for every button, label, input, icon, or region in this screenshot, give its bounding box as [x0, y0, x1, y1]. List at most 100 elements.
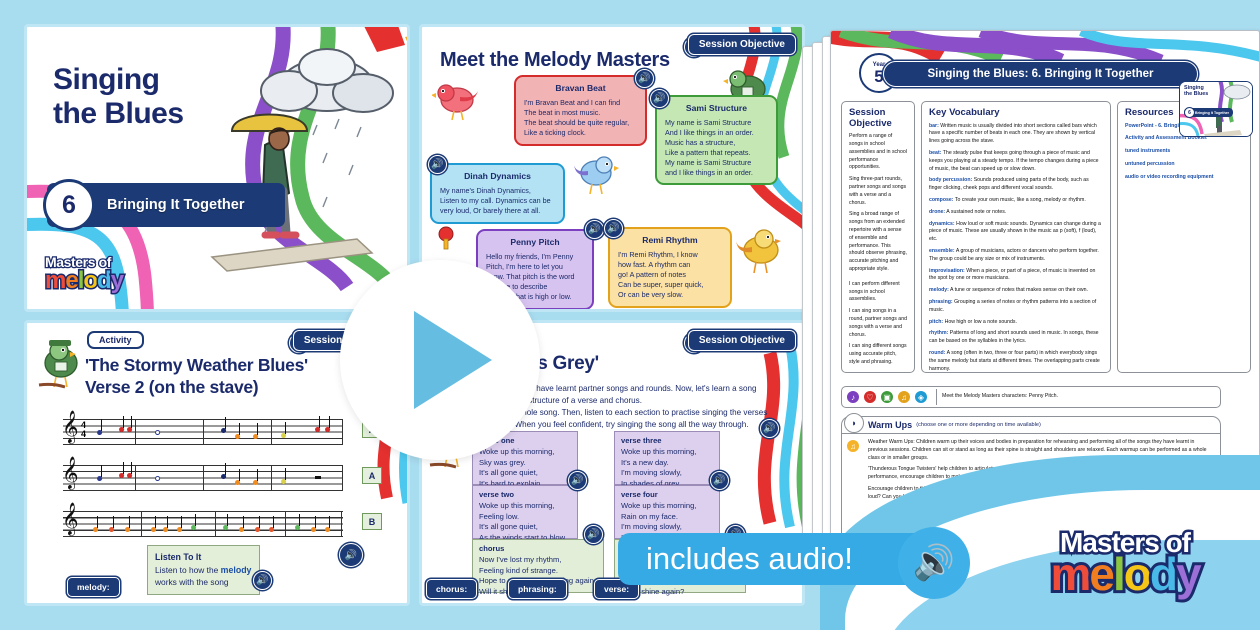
session-objective-button[interactable]: Session Objective: [687, 34, 796, 55]
vocab-entry: round: A song (often in two, three or fo…: [929, 349, 1100, 372]
vocab-entry: rhythm: Patterns of long and short sound…: [929, 330, 1099, 345]
verse-label: verse three: [621, 436, 662, 445]
vocab-entry: ensemble: A group of musicians, actors o…: [929, 247, 1099, 262]
play-button[interactable]: [340, 260, 540, 460]
verse-text: Woke up this morning, Sky was grey. It's…: [479, 446, 555, 489]
speaker-icon-dinah[interactable]: 🔊: [428, 155, 447, 174]
speaker-icon-verse-right[interactable]: 🔊: [710, 471, 729, 490]
speaker-icon-sami[interactable]: 🔊: [650, 89, 669, 108]
warm-ups-icon: ◗: [844, 413, 864, 433]
page-title: 'The Stormy Weather Blues' Verse 2 (on t…: [85, 355, 308, 397]
intro-paragraph-1: So far, we have learnt partner songs and…: [498, 384, 757, 405]
speaker-icon-whole-song[interactable]: 🔊: [760, 419, 779, 438]
character-lines: My name's Dinah Dynamics, Listen to my c…: [440, 185, 551, 215]
character-lines: I'm Remi Rhythm, I know how fast. A rhyt…: [618, 249, 704, 299]
activity-tag: Activity: [87, 331, 144, 349]
character-lines: I'm Bravan Beat and I can find The beat …: [524, 97, 630, 137]
pitch-icon: ♪: [846, 390, 860, 404]
masters-of-melody-brand: Masters of melody: [1000, 525, 1250, 627]
listen-keyword: melody: [220, 564, 252, 575]
rhythm-icon: ♫: [897, 390, 911, 404]
vocab-entry: improvisation: When a piece, or part of …: [929, 267, 1096, 282]
page-title: Singing the Blues: [53, 63, 184, 130]
resource-item: Activity and Assessment Booklet: [1125, 135, 1207, 142]
resource-item: untuned percussion: [1125, 161, 1175, 168]
speaker-icon-penny[interactable]: 🔊: [585, 220, 604, 239]
verse-label: verse two: [479, 490, 515, 499]
key-vocabulary-heading: Key Vocabulary: [929, 107, 1000, 118]
resources-heading: Resources: [1125, 107, 1174, 118]
character-name: Dinah Dynamics: [464, 171, 531, 181]
logo-line-1: Masters of: [44, 253, 113, 272]
vocab-entry: bar: Written music is usually divided in…: [929, 122, 1097, 145]
speaker-icon-bravan[interactable]: 🔊: [635, 69, 654, 88]
dinah-dynamics-bird-icon: [574, 156, 619, 195]
remi-rhythm-bird-icon: [736, 229, 781, 274]
stave-activity-slide[interactable]: Activity ⌂ Session Objective 'The Stormy…: [24, 320, 410, 606]
vocab-entry: compose: To create your own music, like …: [929, 197, 1086, 203]
section-label-b: B: [362, 513, 382, 530]
character-card-dinah-dynamics[interactable]: Dinah Dynamics My name's Dinah Dynamics,…: [430, 163, 565, 224]
year-number: 5: [874, 66, 884, 86]
title-slide[interactable]: Singing the Blues 6 Bringing It Together…: [24, 24, 410, 312]
session-objective-column: Session Objective Perform a range of son…: [841, 101, 915, 373]
vocab-entry: pitch: How high or low a note sounds.: [929, 318, 1017, 325]
resource-item: PowerPoint - 6. Bringing It Together: [1125, 122, 1214, 129]
speaker-icon-chorus-left[interactable]: 🔊: [584, 525, 603, 544]
vocab-entry: drone: A sustained note or notes.: [929, 208, 1007, 215]
chorus-label: chorus: [479, 544, 505, 553]
vocab-tag-phrasing[interactable]: phrasing:: [508, 579, 567, 599]
music-note-icon: ♫: [846, 439, 860, 453]
verse-box-four: verse four Woke up this morning, Rain on…: [614, 485, 720, 542]
warm-ups-heading: Warm Ups: [868, 420, 913, 430]
lesson-number-badge: 6: [43, 179, 95, 231]
can-statement-3: I can sing different songs using accurat…: [849, 343, 907, 365]
speaker-icon-stave[interactable]: 🔊: [339, 543, 363, 567]
character-card-remi-rhythm[interactable]: Remi Rhythm I'm Remi Rhythm, I know how …: [608, 227, 732, 308]
page-title: Meet the Melody Masters: [440, 49, 670, 71]
session-objective-button[interactable]: Session Objective: [687, 330, 796, 351]
vocab-tag-chorus[interactable]: chorus:: [426, 579, 478, 599]
key-vocabulary-column: Key Vocabulary bar: Written music is usu…: [921, 101, 1111, 373]
maraca-icon: [438, 226, 454, 250]
character-row-text: Meet the Melody Masters characters: Penn…: [942, 393, 1058, 400]
vocab-entry: phrasing: Grouping a series of notes or …: [929, 298, 1097, 313]
character-name: Bravan Beat: [555, 83, 606, 93]
can-statement-1: I can perform different songs in school …: [849, 280, 900, 303]
cloud-icon: [260, 48, 394, 113]
treble-clef-icon: 𝄞: [62, 411, 79, 442]
objective-paragraph-1: Perform a range of songs in school assem…: [849, 133, 907, 171]
character-lines: My name is Sami Structure And I like thi…: [665, 117, 754, 177]
character-card-sami-structure[interactable]: Sami Structure My name is Sami Structure…: [655, 95, 778, 186]
objective-paragraph-3: Sing a broad range of songs from an exte…: [849, 211, 907, 272]
vocab-tag-melody[interactable]: melody:: [67, 577, 120, 597]
objective-paragraph-2: Sing three-part rounds, partner songs an…: [849, 176, 907, 206]
year-label: Year: [872, 61, 886, 68]
treble-clef-icon: 𝄞: [62, 503, 79, 534]
vocab-entry: body percussion: Sounds produced using p…: [929, 177, 1089, 192]
melody-masters-slide[interactable]: Meet the Melody Masters ⌂ Session Object…: [419, 24, 805, 312]
character-name: Sami Structure: [685, 103, 748, 113]
thumbnail-lesson-bar: 6 Bringing It Together: [1184, 107, 1234, 118]
character-name: Penny Pitch: [510, 237, 560, 247]
brand-line-1: Masters of: [1057, 525, 1193, 561]
masters-of-melody-logo: Masters of melody: [43, 253, 155, 296]
resources-column: Resources PowerPoint - 6. Bringing It To…: [1117, 101, 1251, 373]
verse-text: Woke up this morning, It's a new day. I'…: [621, 446, 697, 489]
speaker-icon-listen[interactable]: 🔊: [253, 571, 272, 590]
vocab-entry: melody: A tune or sequence of notes that…: [929, 287, 1088, 294]
verse-label: verse four: [621, 490, 658, 499]
character-card-bravan-beat[interactable]: Bravan Beat I'm Bravan Beat and I can fi…: [514, 75, 647, 146]
stave-line-2: 𝄞: [62, 459, 343, 491]
resource-item: audio or video recording equipment: [1125, 173, 1214, 180]
speaker-icon-remi[interactable]: 🔊: [604, 219, 623, 238]
speaker-icon-verse-left[interactable]: 🔊: [568, 471, 587, 490]
warm-ups-paragraph-1: Weather Warm Ups: Children warm up their…: [868, 439, 1207, 461]
sami-structure-bird-icon: [38, 340, 78, 389]
section-label-a2: A: [362, 467, 382, 484]
play-icon: [414, 311, 492, 409]
listen-to-it-callout: Listen To It Listen to how the melody wo…: [147, 545, 260, 595]
